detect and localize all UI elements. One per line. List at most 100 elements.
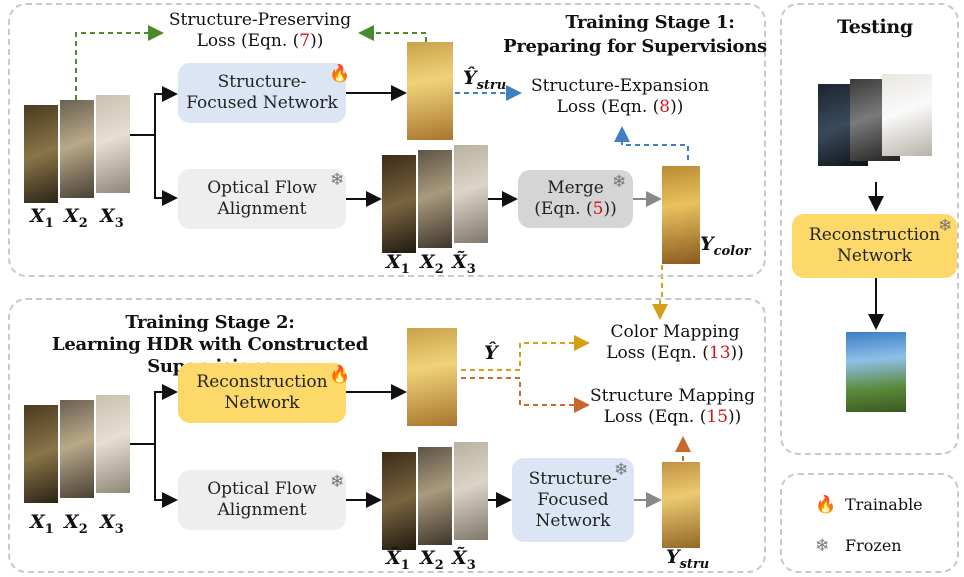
label-xt1: X̃1 — [386, 548, 410, 576]
label-x2: X2 — [64, 206, 88, 234]
sfn-label: Structure- Focused Network — [186, 72, 338, 113]
structure-preserving-loss-line2: Loss (Eqn. (7)) — [160, 31, 360, 52]
x1-subscript: 1 — [44, 521, 54, 537]
x2-subscript: 2 — [78, 215, 88, 231]
snowflake-icon: ❄ — [612, 172, 627, 192]
eqn-suffix: )) — [310, 31, 324, 51]
stage2-reconstruction-network: Reconstruction Network — [178, 363, 346, 423]
xt3-subscript: 3 — [466, 557, 476, 573]
label-x1: X1 — [30, 206, 54, 234]
aligned-frame-1 — [382, 452, 416, 550]
x2-symbol: X — [64, 205, 79, 227]
snowflake-icon: ❄ — [614, 460, 629, 480]
aligned-frame-2 — [418, 447, 452, 545]
aligned-frame-3 — [454, 145, 488, 243]
structure-expansion-loss: Structure-Expansion Loss (Eqn. (8)) — [520, 76, 720, 118]
stage1-title-line2: Preparing for Supervisions — [503, 36, 767, 57]
input-frame-2 — [60, 100, 94, 198]
xt2-subscript: 2 — [434, 557, 444, 573]
legend-frozen-label: Frozen — [845, 536, 902, 555]
stage2-input-branch — [130, 384, 512, 508]
y-hat-symbol: Ŷ — [463, 67, 477, 89]
y-stru-hat-image — [407, 42, 453, 140]
xt1-subscript: 1 — [400, 261, 410, 277]
x3-symbol: X — [100, 511, 115, 533]
xt2-symbol: X — [420, 251, 435, 273]
eqn-prefix: (Eqn. ( — [534, 199, 593, 219]
color-loss-line2: Loss (Eqn. (13)) — [590, 343, 760, 364]
stage1-title-line1: Training Stage 1: — [565, 12, 735, 33]
x3-symbol: X — [100, 205, 115, 227]
struct-loss-line2: Loss (Eqn. (15)) — [580, 407, 765, 428]
y-color-image — [662, 166, 700, 264]
stage2-aligned-stack — [382, 442, 492, 552]
stru-subscript: stru — [679, 556, 710, 572]
testing-panel — [780, 3, 959, 455]
eqn-ref-8: 8 — [659, 97, 671, 117]
eqn-prefix: Loss (Eqn. ( — [556, 97, 660, 117]
structure-mapping-loss: Structure Mapping Loss (Eqn. (15)) — [580, 386, 765, 428]
eqn-ref-7: 7 — [299, 31, 311, 51]
stage1-aligned-stack — [382, 145, 492, 255]
stage2-optical-flow-alignment: Optical Flow Alignment — [178, 470, 346, 530]
ycolor-to-color-loss-arrow — [652, 265, 668, 320]
eqn-prefix: Loss (Eqn. ( — [603, 407, 707, 427]
yhat-to-structure-loss-arrow — [461, 377, 590, 413]
xt1-symbol: X̃ — [386, 251, 401, 273]
flame-icon: 🔥 — [329, 365, 351, 385]
input-frame-3 — [96, 95, 130, 193]
structure-expansion-arrow-bottom — [614, 126, 689, 160]
xt1-symbol: X̃ — [386, 547, 401, 569]
stage1-input-branch — [130, 85, 518, 207]
label-y-stru-hat: Ŷstru — [463, 68, 506, 96]
label-x3: X3 — [100, 206, 124, 234]
label-xt2: X2 — [420, 252, 444, 280]
legend-panel — [780, 473, 959, 573]
eqn-prefix: Loss (Eqn. ( — [606, 343, 709, 363]
label-xt3: X̃3 — [452, 252, 476, 280]
xt2-symbol: X — [420, 547, 435, 569]
stage1-panel — [8, 3, 766, 277]
xt3-symbol: X̃ — [452, 547, 467, 569]
stage2-panel — [8, 298, 766, 573]
xt3-subscript: 3 — [466, 261, 476, 277]
x2-subscript: 2 — [78, 521, 88, 537]
y-hat-image — [407, 328, 457, 426]
x3-subscript: 3 — [114, 521, 124, 537]
eqn-ref-5: 5 — [592, 199, 604, 219]
stage1-input-stack — [24, 95, 134, 205]
flame-icon: 🔥 — [329, 64, 351, 84]
label-y-stru: Ystru — [666, 547, 709, 575]
flow-label: Optical Flow Alignment — [207, 479, 317, 520]
structure-expansion-loss-line1: Structure-Expansion — [530, 76, 710, 96]
x1-symbol: X — [30, 511, 45, 533]
structure-preserving-loss: Structure-Preserving Loss (Eqn. (7)) — [160, 10, 360, 52]
testing-input-stack — [818, 74, 938, 184]
label-y-hat: Ŷ — [484, 343, 498, 363]
merge-label: Merge — [547, 178, 604, 198]
input-frame-2 — [60, 400, 94, 498]
stage1-structure-focused-network: Structure- Focused Network — [178, 63, 346, 123]
input-frame-1 — [24, 105, 58, 203]
yhat-to-color-loss-arrow — [461, 335, 590, 371]
xt2-subscript: 2 — [434, 261, 444, 277]
stage2-structure-focused-network: Structure- Focused Network — [512, 458, 634, 542]
testing-reconstruction-network: Reconstruction Network — [792, 214, 957, 278]
label-xt1: X̃1 — [386, 252, 410, 280]
color-mapping-loss: Color Mapping Loss (Eqn. (13)) — [590, 322, 760, 364]
label-x3: X3 — [100, 512, 124, 540]
x1-subscript: 1 — [44, 215, 54, 231]
sfn-label: Structure- Focused Network — [528, 468, 618, 531]
structure-preserving-arrow-left — [75, 25, 164, 100]
test-frame-3 — [882, 74, 932, 156]
aligned-frame-2 — [418, 150, 452, 248]
eqn-suffix: )) — [730, 343, 744, 363]
testing-title: Testing — [837, 16, 913, 38]
x3-subscript: 3 — [114, 215, 124, 231]
merge-eqn: (Eqn. (5)) — [534, 199, 616, 220]
snowflake-icon: ❄ — [938, 216, 953, 236]
y-stru-image — [662, 462, 700, 548]
input-frame-1 — [24, 405, 58, 503]
eqn-ref-13: 13 — [708, 343, 731, 363]
